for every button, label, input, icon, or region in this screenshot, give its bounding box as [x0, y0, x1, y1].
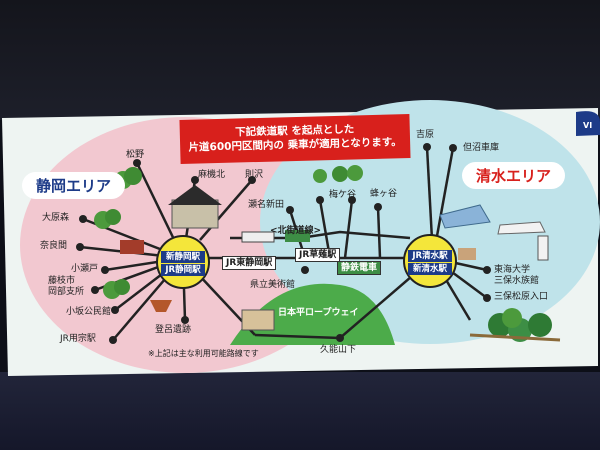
station-dots: [76, 143, 491, 344]
label-kamegaya: 蜂ヶ谷: [370, 189, 398, 199]
label-narama: 奈良間: [40, 241, 68, 251]
label-yoshiwara: 吉原: [416, 130, 435, 140]
edge-badge: VI: [583, 121, 593, 130]
label-matsuno: 松野: [126, 150, 145, 160]
label-tsuwara: 則沢: [245, 170, 264, 180]
shizuoka-hub[interactable]: 新静岡駅 JR静岡駅: [156, 235, 210, 289]
label-jr-yomune: JR用宗駅: [60, 334, 96, 344]
label-fujieda: 藤枝市 岡部支所: [48, 276, 85, 297]
station-jr-higashi-shizuoka[interactable]: JR東静岡駅: [222, 256, 277, 270]
label-kenritsu: 県立美術館: [250, 280, 296, 290]
label-ozaka: 小坂公民館: [66, 307, 112, 317]
label-umegaya: 梅ケ谷: [329, 190, 357, 200]
footnote: ※上記は主な利用可能路線です: [148, 349, 259, 358]
notice-banner: 下記鉄道駅 を起点とした 片道600円区間内の 乗車が適用となります。: [179, 113, 411, 165]
label-ropeway: 日本平ロープウェイ: [278, 308, 359, 318]
shizuoka-area-tag: 静岡エリア: [22, 172, 126, 199]
station-shizutetsu[interactable]: 静鉄電車: [337, 261, 382, 275]
shimizu-hub[interactable]: JR清水駅 新清水駅: [403, 234, 457, 288]
label-asahata: 麻機北: [198, 170, 226, 180]
hub-label-jr-shizuoka: JR静岡駅: [161, 264, 205, 276]
label-kunouzan: 久能山下: [320, 345, 357, 355]
label-tokai: 東海大学 三保水族館: [494, 265, 540, 286]
label-sena-shinden: 瀬名新田: [248, 200, 285, 210]
station-jr-kusanagi[interactable]: JR草薙駅: [295, 248, 341, 262]
label-toro: 登呂遺跡: [155, 325, 192, 335]
label-tadanuma: 但沼車庫: [463, 143, 500, 153]
illustrations: [94, 165, 561, 342]
hub-label-jr-shimizu: JR清水駅: [408, 250, 452, 262]
background-top: [0, 0, 600, 120]
shimizu-area-tag: 清水エリア: [462, 162, 566, 189]
label-oharamori: 大原森: [42, 213, 70, 223]
label-kitakaido-line: <北街道線>: [270, 226, 322, 236]
hub-label-shin-shimizu: 新清水駅: [408, 263, 452, 275]
background-bottom: [0, 372, 600, 450]
label-koseto: 小瀬戸: [71, 264, 99, 274]
hub-label-shin-shizuoka: 新静岡駅: [161, 251, 205, 263]
label-miho: 三保松原入口: [494, 292, 549, 302]
